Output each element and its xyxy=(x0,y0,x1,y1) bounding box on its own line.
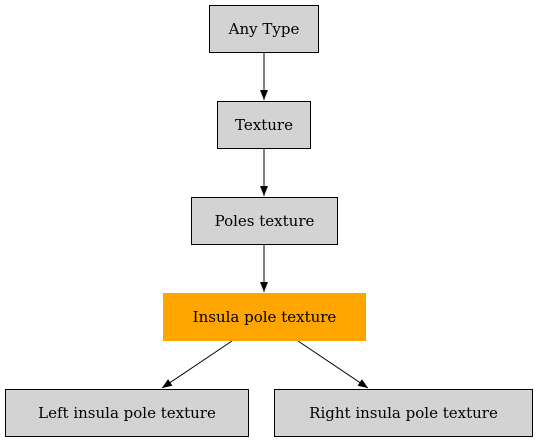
node-poles-texture[interactable]: Poles texture xyxy=(191,197,338,245)
edge-insula-to-left-insula-pole-texture xyxy=(161,340,233,389)
node-texture[interactable]: Texture xyxy=(217,101,311,149)
node-insula-pole-texture[interactable]: Insula pole texture xyxy=(163,293,366,341)
edge-insula-to-right-insula-pole-texture xyxy=(297,340,369,389)
node-right-insula-pole-texture[interactable]: Right insula pole texture xyxy=(274,389,533,437)
node-left-insula-pole-texture[interactable]: Left insula pole texture xyxy=(5,389,249,437)
node-any-type[interactable]: Any Type xyxy=(209,5,319,53)
